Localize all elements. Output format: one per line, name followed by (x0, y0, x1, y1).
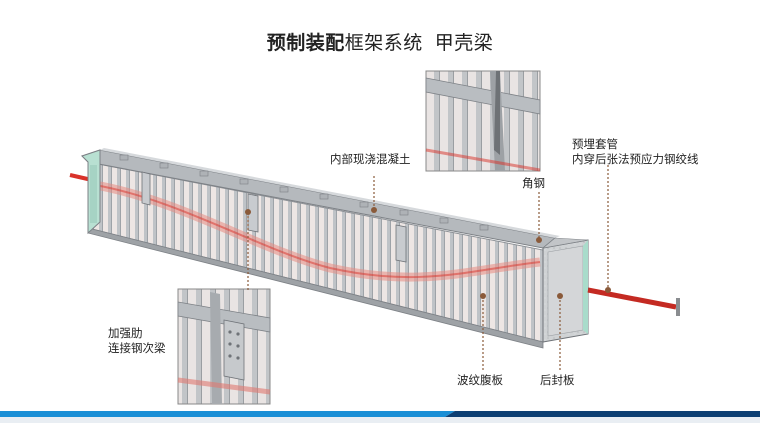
label-secondary-beam: 连接钢次梁 (108, 341, 166, 355)
label-inner-concrete: 内部现浇混凝土 (330, 152, 411, 166)
tendon-anchor (676, 298, 680, 316)
title-bold: 预制装配 (266, 32, 345, 54)
leader-lines (247, 165, 609, 370)
inset-stiffener (177, 288, 271, 405)
label-embedded-sleeve: 预埋套管 (572, 137, 618, 151)
label-angle-steel: 角钢 (522, 176, 545, 190)
label-post-tension: 内穿后张法预应力钢绞线 (572, 152, 699, 166)
footer-accent-bar (0, 411, 760, 423)
top-brackets (119, 154, 489, 231)
diagram-title: 预制装配框架系统甲壳梁 (0, 28, 760, 55)
tendon-right-end (587, 287, 677, 310)
title-regular: 框架系统 (344, 32, 423, 54)
title-subtitle: 甲壳梁 (434, 32, 494, 54)
inset-angle-steel (425, 70, 541, 172)
leader-dots (245, 207, 611, 299)
label-stiffener: 加强肋 (108, 326, 143, 340)
label-corrugated-web: 波纹腹板 (457, 373, 503, 387)
label-end-plate: 后封板 (540, 373, 575, 387)
